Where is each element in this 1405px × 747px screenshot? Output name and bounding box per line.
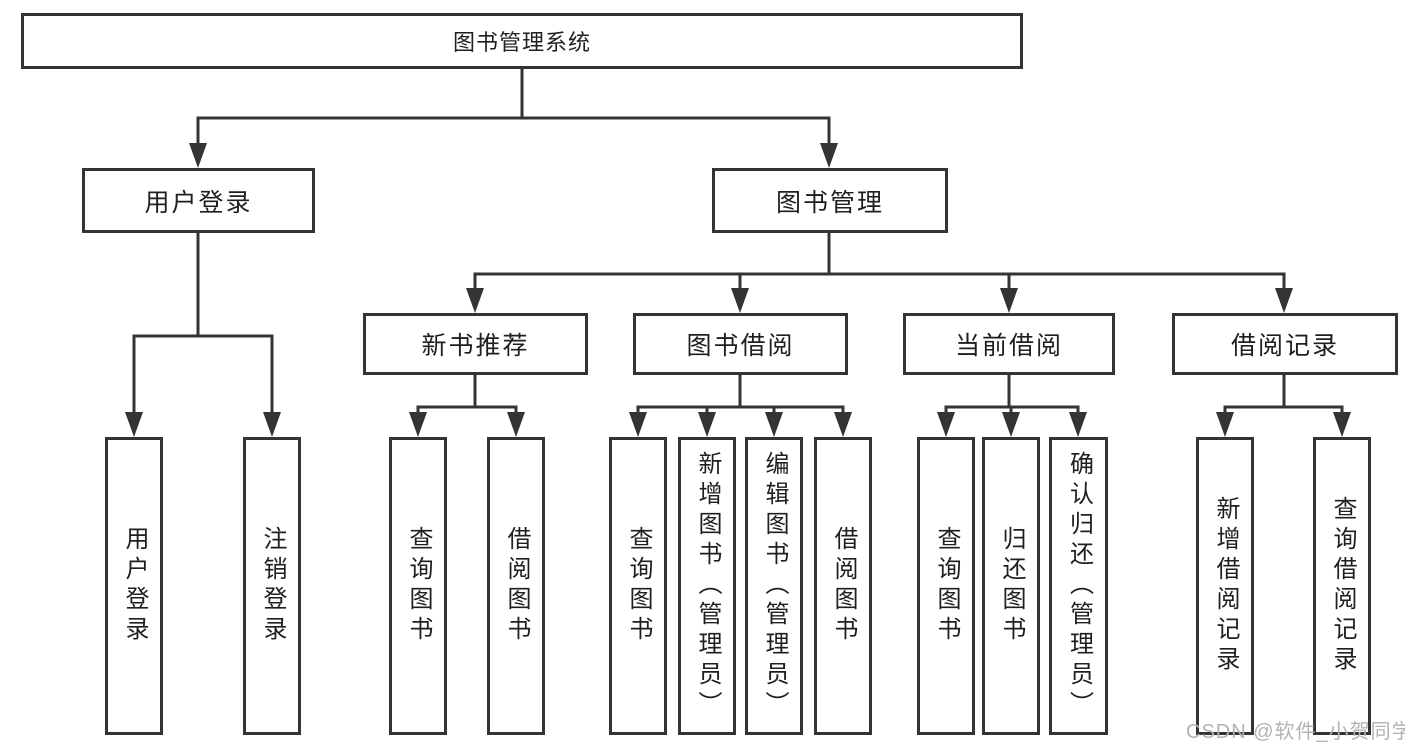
leaf-borrow-books-borrowing: 借阅图书 bbox=[814, 437, 872, 735]
leaf-logout: 注销登录 bbox=[243, 437, 301, 735]
leaf-add-borrow-record: 新增借阅记录 bbox=[1196, 437, 1254, 735]
node-new-book-recommend: 新书推荐 bbox=[363, 313, 588, 375]
leaf-query-books-current: 查询图书 bbox=[917, 437, 975, 735]
leaf-edit-book-admin: 编辑图书（管理员） bbox=[745, 437, 803, 735]
leaf-borrow-books-recommend: 借阅图书 bbox=[487, 437, 545, 735]
node-library-management-system: 图书管理系统 bbox=[21, 13, 1023, 69]
leaf-confirm-return-admin: 确认归还（管理员） bbox=[1049, 437, 1108, 735]
csdn-watermark: CSDN @软件_小贺同学 bbox=[1186, 721, 1405, 743]
leaf-query-borrow-record: 查询借阅记录 bbox=[1313, 437, 1371, 735]
node-user-login: 用户登录 bbox=[82, 168, 315, 233]
node-borrowing-records: 借阅记录 bbox=[1172, 313, 1398, 375]
leaf-add-book-admin: 新增图书（管理员） bbox=[678, 437, 736, 735]
leaf-user-login: 用户登录 bbox=[105, 437, 163, 735]
leaf-query-books-borrowing: 查询图书 bbox=[609, 437, 667, 735]
node-book-management: 图书管理 bbox=[712, 168, 948, 233]
node-current-borrowing: 当前借阅 bbox=[903, 313, 1115, 375]
leaf-return-books: 归还图书 bbox=[982, 437, 1040, 735]
node-book-borrowing: 图书借阅 bbox=[633, 313, 848, 375]
leaf-query-books-recommend: 查询图书 bbox=[389, 437, 447, 735]
